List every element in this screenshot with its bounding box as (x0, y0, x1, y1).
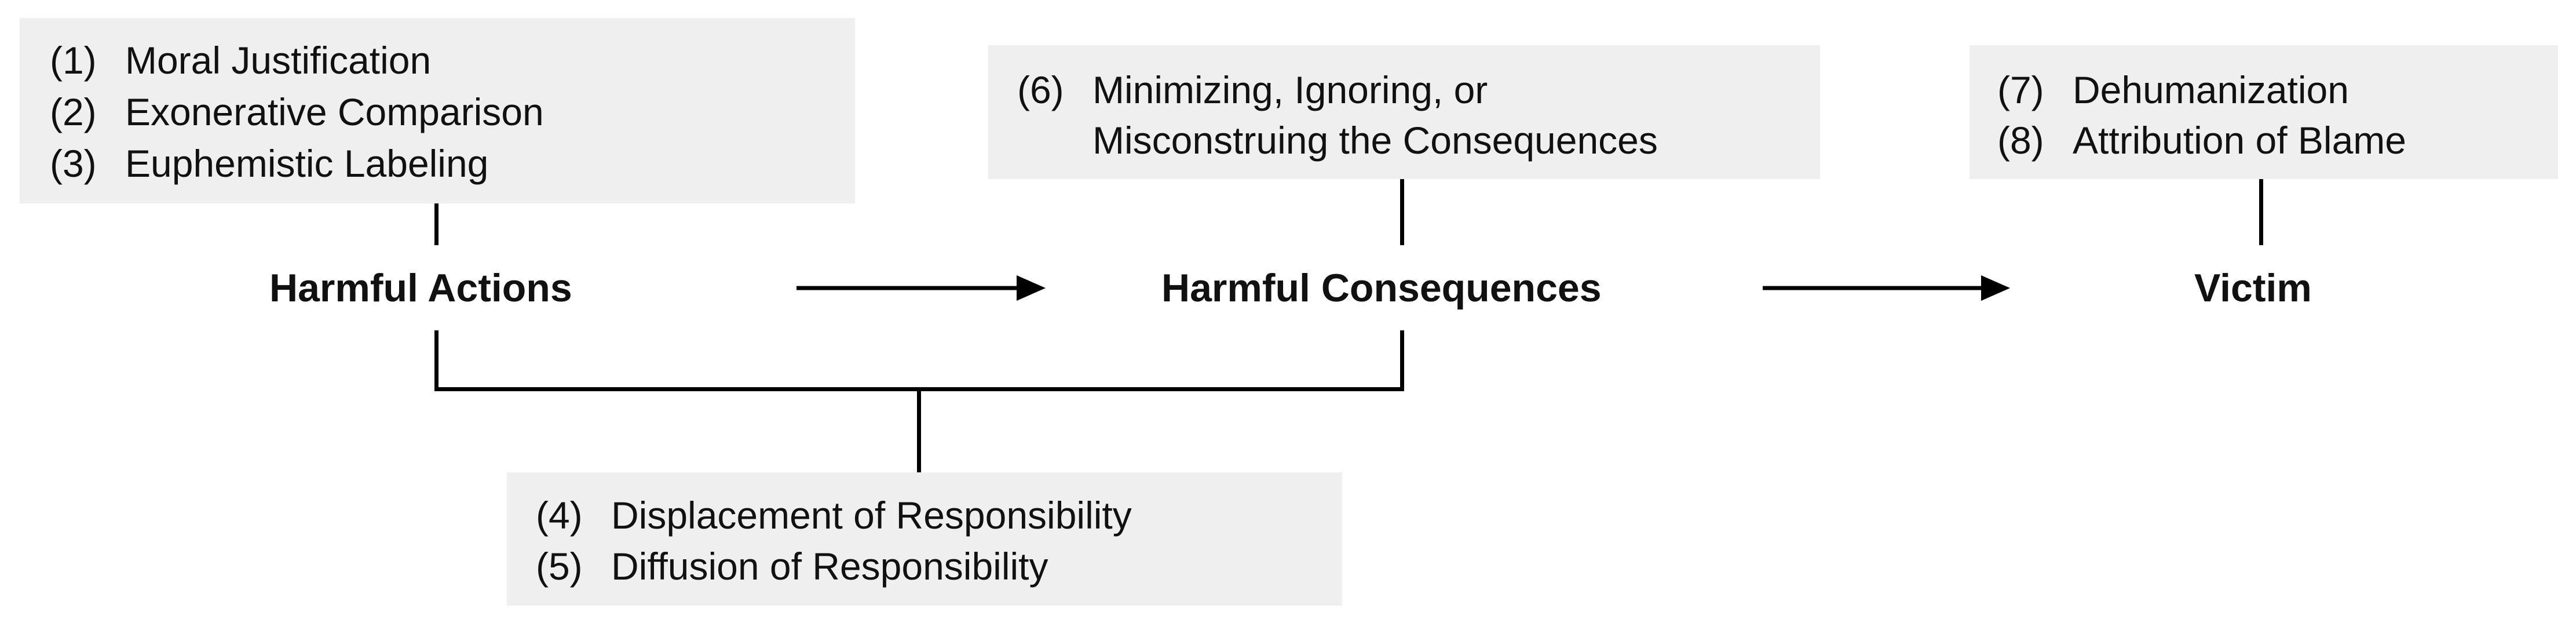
mechanism-number: (2) (50, 90, 97, 133)
mechanism-item-3: (3) Euphemistic Labeling (50, 142, 488, 185)
mechanism-item-7: (7) Dehumanization (1997, 68, 2349, 111)
mechanism-label: Euphemistic Labeling (125, 142, 489, 185)
mechanism-number: (8) (1997, 119, 2044, 162)
mechanism-label: Minimizing, Ignoring, or (1092, 68, 1488, 111)
arrow-actions-to-consequences (796, 275, 1046, 301)
node-harmful-consequences: Harmful Consequences (1161, 266, 1602, 310)
mechanism-number: (6) (1017, 68, 1064, 111)
mechanism-item-8: (8) Attribution of Blame (1997, 119, 2406, 162)
connector-group-3-to-consequences (1400, 179, 1404, 245)
mechanism-label: Attribution of Blame (2073, 119, 2406, 162)
mechanism-item-4: (4) Displacement of Responsibility (536, 494, 1132, 537)
connector-group-1-to-actions (434, 203, 439, 245)
mechanism-number: (5) (536, 545, 583, 588)
mechanism-group-3-box: (6) Minimizing, Ignoring, or Misconstrui… (988, 45, 1820, 179)
node-harmful-actions: Harmful Actions (269, 266, 572, 310)
mechanism-item-5: (5) Diffusion of Responsibility (536, 545, 1048, 588)
node-victim: Victim (2194, 266, 2312, 310)
mechanism-label: Diffusion of Responsibility (611, 545, 1048, 588)
connector-group-4-to-victim (2259, 179, 2263, 245)
mechanism-item-1: (1) Moral Justification (50, 39, 431, 82)
mechanism-group-2-box: (4) Displacement of Responsibility (5) D… (507, 472, 1342, 606)
mechanism-label-continued: Misconstruing the Consequences (1092, 119, 1658, 162)
mechanism-label: Displacement of Responsibility (611, 494, 1132, 537)
mechanism-item-6: (6) Minimizing, Ignoring, or (1017, 68, 1488, 111)
mechanism-label: Exonerative Comparison (125, 90, 544, 133)
mechanism-number: (4) (536, 494, 583, 537)
bracket-right-vertical (1400, 330, 1404, 391)
bracket-left-vertical (434, 330, 439, 391)
arrow-consequences-to-victim (1763, 275, 2010, 301)
mechanism-group-4-box: (7) Dehumanization (8) Attribution of Bl… (1970, 45, 2558, 179)
mechanism-group-1-box: (1) Moral Justification (2) Exonerative … (20, 18, 855, 203)
mechanism-number: (7) (1997, 68, 2044, 111)
mechanism-label: Dehumanization (2073, 68, 2349, 111)
mechanism-item-2: (2) Exonerative Comparison (50, 90, 544, 133)
bracket-stem-to-group-2 (917, 387, 921, 472)
mechanism-label: Moral Justification (125, 39, 432, 82)
mechanism-number: (1) (50, 39, 97, 82)
mechanism-number: (3) (50, 142, 97, 185)
